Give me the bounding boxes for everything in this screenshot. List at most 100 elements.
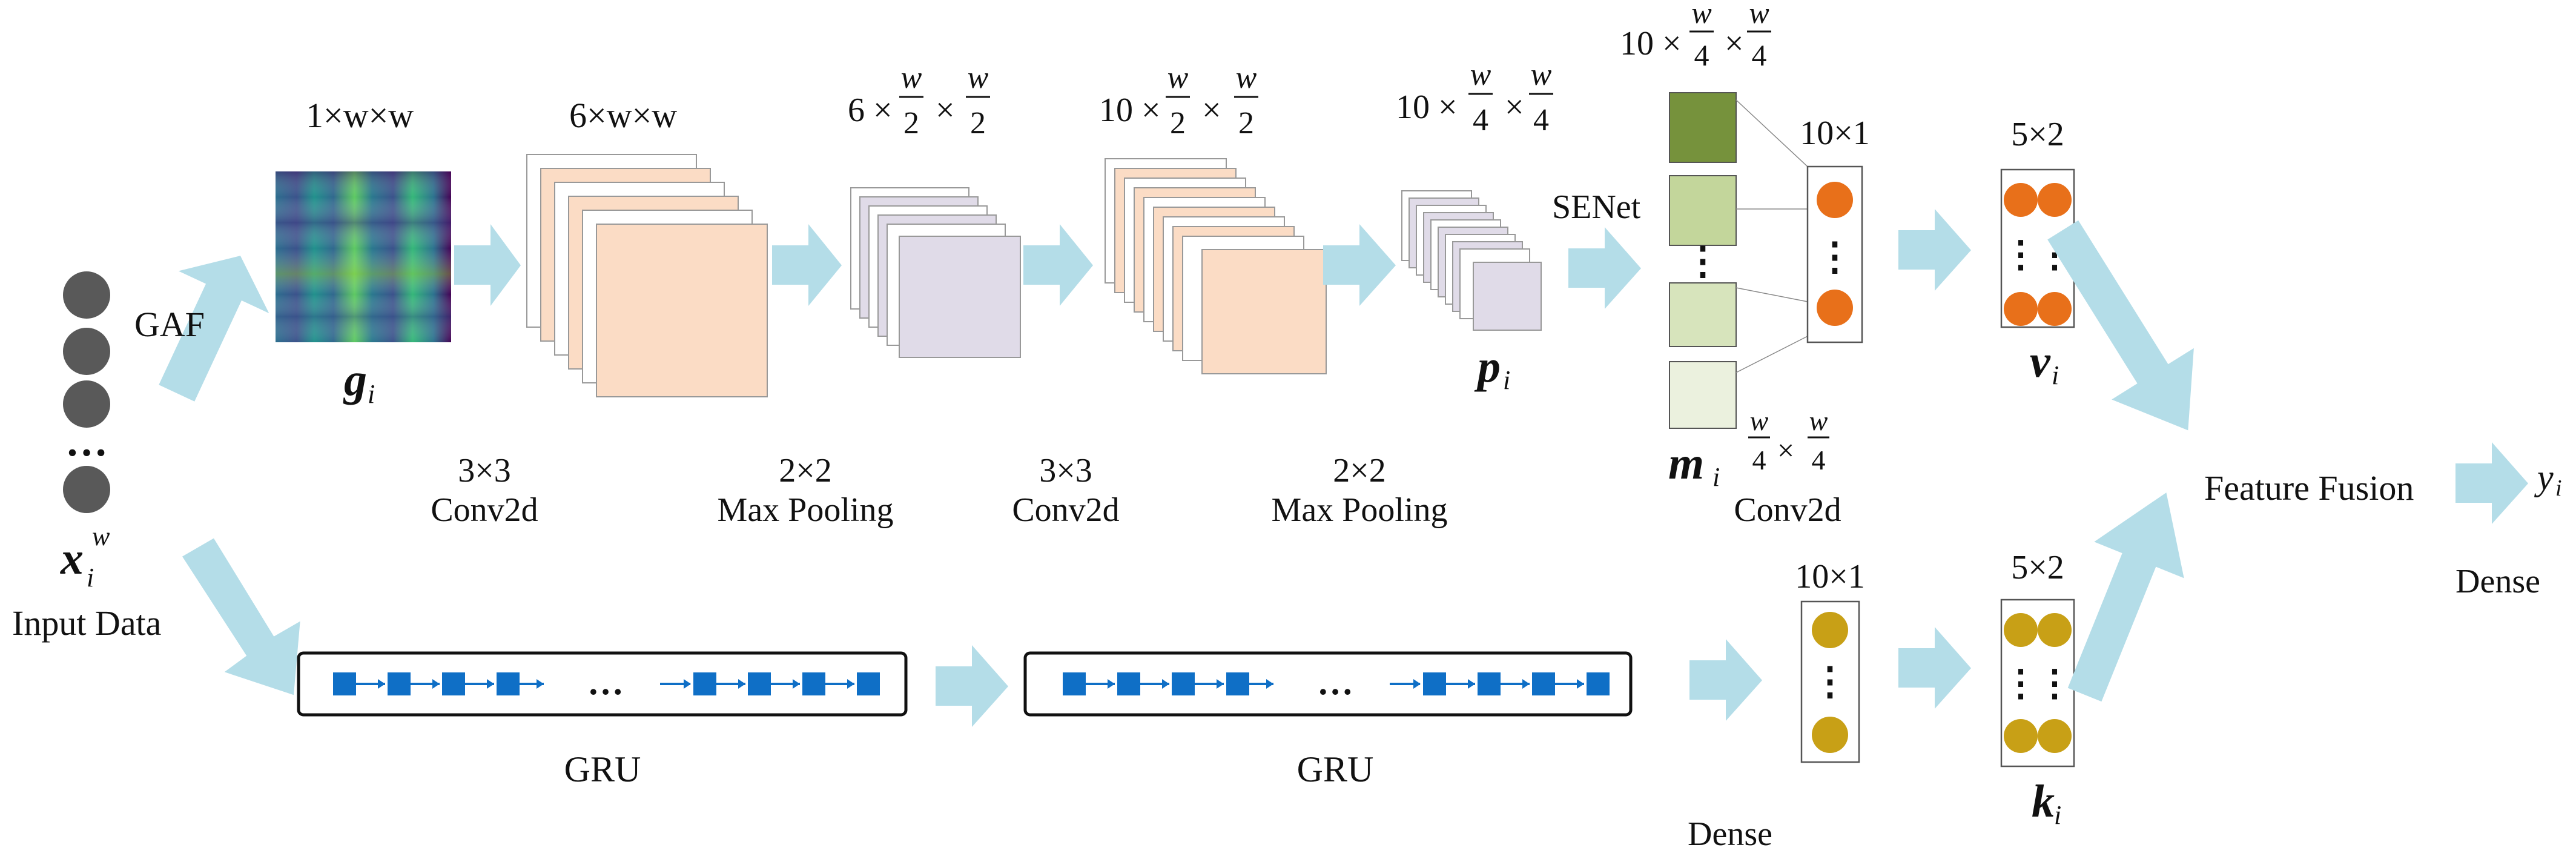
arrow-k-to-fusion bbox=[2067, 493, 2184, 702]
gru-link-head bbox=[1522, 679, 1530, 689]
gru-cell bbox=[333, 672, 356, 695]
gru-cell bbox=[857, 672, 880, 695]
gru-cell bbox=[1587, 672, 1610, 695]
svg-text:w: w bbox=[968, 61, 989, 95]
output-symbol: y bbox=[2534, 457, 2554, 497]
gru-cell bbox=[388, 672, 411, 695]
svg-text:w: w bbox=[901, 61, 922, 95]
gru-link-head bbox=[793, 679, 800, 689]
svg-text:w: w bbox=[1167, 61, 1189, 95]
svg-text:…: … bbox=[65, 419, 108, 465]
svg-text:2: 2 bbox=[903, 106, 919, 141]
gru-link-head bbox=[684, 679, 691, 689]
svg-text:10 ×: 10 × bbox=[1099, 91, 1161, 129]
arrow-input-to-gaf bbox=[159, 256, 269, 402]
conv2-dims: 10 × w 2 × w 2 bbox=[1099, 61, 1258, 141]
gru-cell bbox=[1117, 672, 1140, 695]
gru-cell bbox=[497, 672, 520, 695]
input-caption: Input Data bbox=[12, 603, 161, 643]
svg-text:4: 4 bbox=[1752, 445, 1766, 476]
output-caption: Dense bbox=[2455, 563, 2540, 600]
pool1-op-line2: Max Pooling bbox=[718, 491, 894, 529]
svg-text:×: × bbox=[1725, 25, 1744, 62]
p-subscript: i bbox=[1503, 365, 1510, 395]
arrow-v-to-fusion bbox=[2047, 220, 2194, 431]
g-dims: 1×w×w bbox=[306, 96, 414, 135]
svg-text:w: w bbox=[1531, 58, 1552, 92]
m-conv-label: Conv2d bbox=[1734, 491, 1841, 529]
dense-top-dims: 10×1 bbox=[1800, 114, 1870, 152]
svg-text:×: × bbox=[1777, 433, 1794, 467]
senet-label: SENet bbox=[1552, 188, 1641, 226]
svg-text:×: × bbox=[1202, 91, 1221, 129]
input-subscript: i bbox=[87, 563, 94, 592]
conv1-dims: 6×w×w bbox=[569, 96, 677, 135]
gru-block-2 bbox=[1023, 651, 1633, 717]
svg-text:4: 4 bbox=[1694, 38, 1709, 72]
gru-cell bbox=[1226, 672, 1249, 695]
conv2-feature-maps bbox=[1105, 158, 1327, 374]
gru-cell bbox=[1172, 672, 1195, 695]
gru-2-ellipsis: … bbox=[1317, 662, 1353, 702]
p-symbol: p bbox=[1474, 341, 1501, 392]
pool1-op-line1: 2×2 bbox=[779, 452, 832, 489]
pool1-feature-maps bbox=[850, 187, 1021, 358]
k-subscript: i bbox=[2054, 800, 2061, 830]
gru-link-head bbox=[738, 679, 745, 689]
g-symbol: g bbox=[343, 354, 367, 405]
svg-text:6 ×: 6 × bbox=[848, 91, 893, 129]
gru-cell bbox=[1478, 672, 1501, 695]
conv1-feature-maps bbox=[526, 154, 768, 397]
gru-cell bbox=[1423, 672, 1446, 695]
gru-1-ellipsis: … bbox=[587, 662, 624, 702]
arrow-conv2-to-pool2 bbox=[1323, 224, 1396, 306]
input-symbol: x bbox=[60, 533, 84, 584]
gru-cell bbox=[1532, 672, 1555, 695]
svg-text:×: × bbox=[936, 91, 955, 129]
svg-text:4: 4 bbox=[1533, 103, 1549, 138]
pool1-dims: 6 × w 2 × w 2 bbox=[848, 61, 990, 141]
gru-link-head bbox=[1162, 679, 1169, 689]
svg-text:2: 2 bbox=[1170, 106, 1186, 141]
gru-cell bbox=[748, 672, 771, 695]
svg-text:w: w bbox=[1749, 0, 1769, 30]
m-subscript: i bbox=[1712, 462, 1720, 492]
gru-link-head bbox=[487, 679, 494, 689]
svg-text:4: 4 bbox=[1812, 445, 1826, 476]
conv2-op-line1: 3×3 bbox=[1039, 452, 1092, 489]
output-subscript: i bbox=[2555, 476, 2562, 501]
pool2-feature-maps bbox=[1401, 190, 1542, 331]
k-vector: ⋮ ⋮ bbox=[2000, 599, 2075, 768]
fusion-label: Feature Fusion bbox=[2204, 468, 2414, 508]
input-nodes: … bbox=[63, 271, 110, 513]
svg-text:2: 2 bbox=[1238, 106, 1254, 141]
m-kernel-dims: w 4 × w 4 bbox=[1748, 405, 1829, 476]
svg-text:4: 4 bbox=[1473, 103, 1488, 138]
gru-link-head bbox=[1266, 679, 1273, 689]
arrow-gru1-to-gru2 bbox=[936, 645, 1008, 727]
gru-link-head bbox=[847, 679, 854, 689]
dense-bottom-dims: 10×1 bbox=[1795, 558, 1865, 595]
svg-text:2: 2 bbox=[970, 106, 986, 141]
m-feature-maps: ⋮ bbox=[1669, 92, 1737, 429]
svg-text:w: w bbox=[1691, 0, 1711, 30]
v-subscript: i bbox=[2052, 360, 2059, 390]
gru-cells bbox=[333, 672, 1610, 695]
dense-bottom-vector: ⋮ bbox=[1800, 600, 1860, 763]
arrow-dense-top-to-v bbox=[1898, 209, 1971, 291]
gru-cell bbox=[693, 672, 716, 695]
gru-block-1 bbox=[297, 651, 908, 717]
gru-cell bbox=[1063, 672, 1086, 695]
pool2-op-line1: 2×2 bbox=[1333, 452, 1386, 489]
svg-text:w: w bbox=[1809, 405, 1828, 436]
svg-text:10 ×: 10 × bbox=[1620, 25, 1682, 62]
dense-top-vector: ⋮ bbox=[1806, 165, 1863, 343]
arrow-senet bbox=[1568, 227, 1641, 309]
gru-link-head bbox=[378, 679, 385, 689]
m-symbol: m bbox=[1668, 438, 1704, 489]
g-subscript: i bbox=[368, 379, 375, 409]
gru-2-label: GRU bbox=[1297, 749, 1374, 789]
arrow-g-to-conv1 bbox=[454, 224, 521, 306]
svg-text:⋮: ⋮ bbox=[2003, 234, 2039, 274]
pool2-dims: 10 × w 4 × w 4 bbox=[1396, 58, 1553, 138]
